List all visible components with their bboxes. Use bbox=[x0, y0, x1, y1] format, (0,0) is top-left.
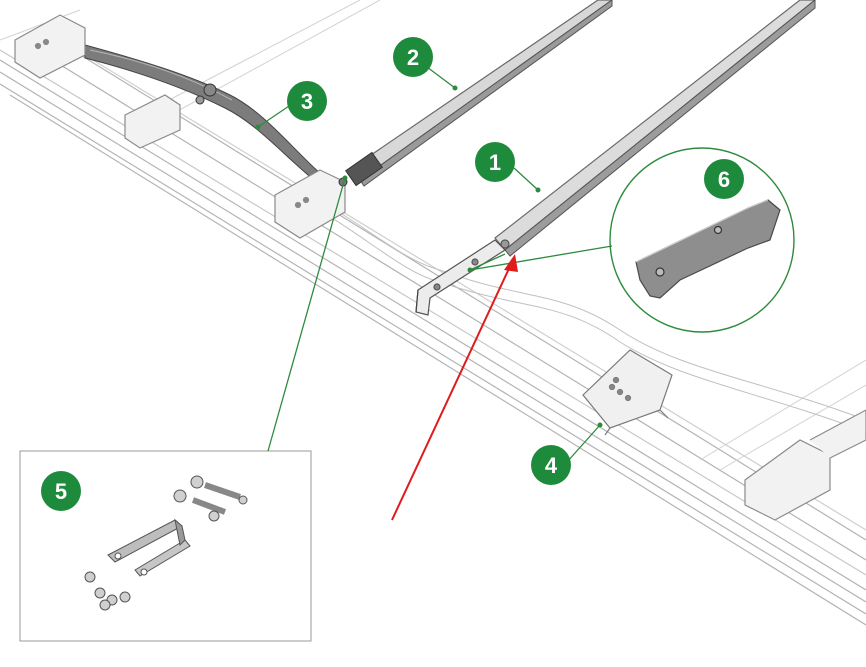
callout-3: 3 bbox=[287, 81, 327, 121]
hardware-kit-part-5 bbox=[84, 475, 248, 611]
callout-6: 6 bbox=[704, 159, 744, 199]
callout-5-label: 5 bbox=[55, 479, 67, 504]
clamp-block-mid bbox=[124, 94, 181, 149]
callout-1: 1 bbox=[475, 142, 515, 182]
clamp-plate-part-4 bbox=[582, 349, 673, 436]
callout-5: 5 bbox=[41, 471, 81, 511]
clamp-block-center bbox=[274, 169, 346, 239]
leader-dots bbox=[255, 85, 603, 428]
tube-part-2 bbox=[338, 0, 614, 187]
tube-part-1 bbox=[494, 0, 816, 257]
callout-3-label: 3 bbox=[301, 89, 313, 114]
callout-4-label: 4 bbox=[545, 453, 558, 478]
callout-4: 4 bbox=[531, 445, 571, 485]
callout-6-label: 6 bbox=[718, 167, 730, 192]
callout-1-label: 1 bbox=[489, 150, 501, 175]
callout-2: 2 bbox=[393, 37, 433, 77]
detail-bracket-part-6 bbox=[635, 199, 781, 299]
callout-2-label: 2 bbox=[407, 45, 419, 70]
clamp-block-right bbox=[744, 409, 866, 521]
red-arrow bbox=[391, 254, 518, 521]
strap-band bbox=[299, 189, 866, 433]
tube-bracket bbox=[415, 239, 510, 316]
clamp-block-rear bbox=[14, 14, 86, 79]
